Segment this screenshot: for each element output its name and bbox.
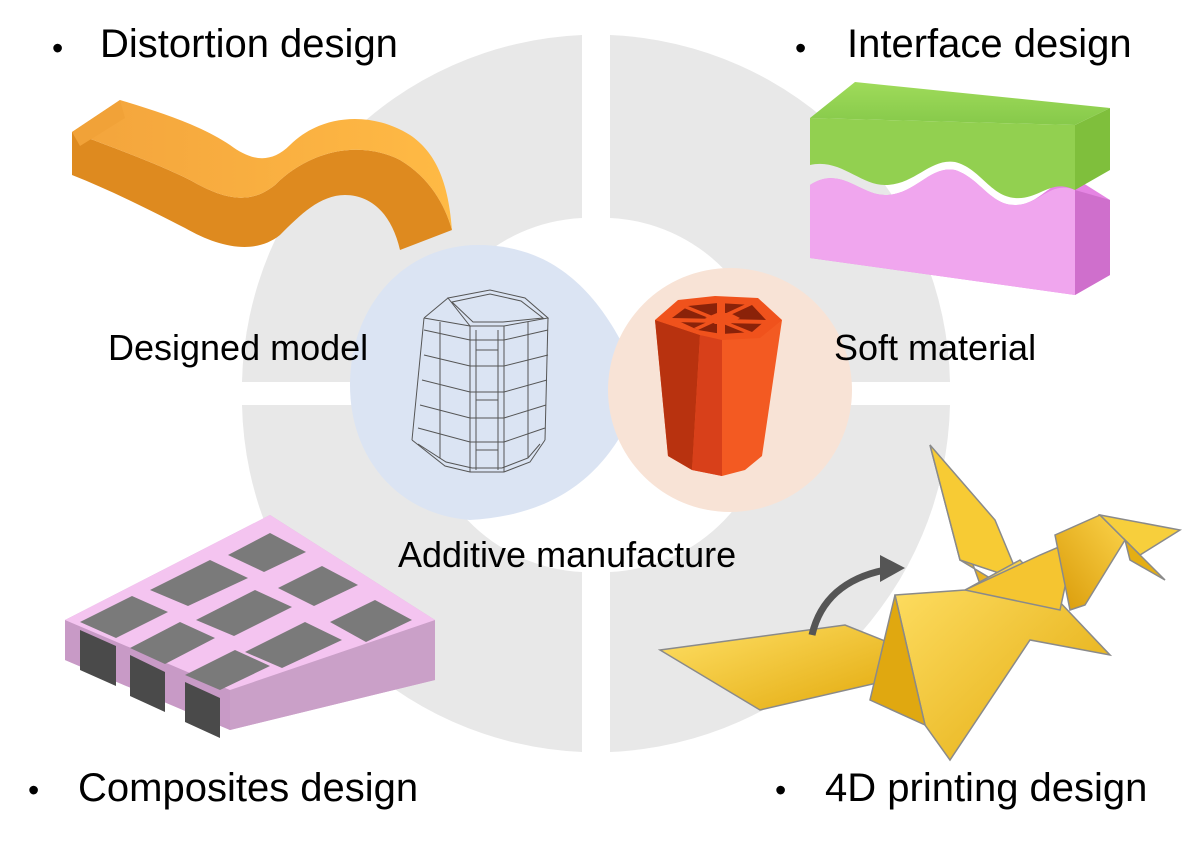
heading-distortion-design: Distortion design bbox=[100, 22, 398, 66]
heading-interface-design: Interface design bbox=[847, 22, 1132, 66]
bullet-bottom-right: • bbox=[775, 772, 787, 808]
heading-4d-printing-design: 4D printing design bbox=[825, 766, 1148, 810]
label-additive-manufacture: Additive manufacture bbox=[398, 534, 737, 575]
heading-composites-design: Composites design bbox=[78, 766, 419, 810]
bullet-top-right: • bbox=[795, 30, 807, 66]
ring-quadrant-bottom-left bbox=[242, 405, 582, 752]
interface-blocks bbox=[810, 82, 1110, 295]
ring-quadrant-top-right bbox=[610, 35, 950, 382]
blue-circle bbox=[350, 245, 642, 520]
printed-hexagon bbox=[655, 296, 782, 476]
label-designed-model: Designed model bbox=[108, 327, 369, 368]
bullet-top-left: • bbox=[52, 30, 64, 66]
label-soft-material: Soft material bbox=[834, 327, 1037, 368]
transform-arrow-head bbox=[880, 555, 905, 582]
composites-slab bbox=[65, 515, 435, 738]
origami-crane bbox=[657, 444, 1183, 762]
bullet-bottom-left: • bbox=[28, 772, 40, 808]
wireframe-model bbox=[411, 289, 550, 473]
transform-arrow bbox=[808, 566, 886, 636]
distortion-shape bbox=[72, 100, 452, 250]
